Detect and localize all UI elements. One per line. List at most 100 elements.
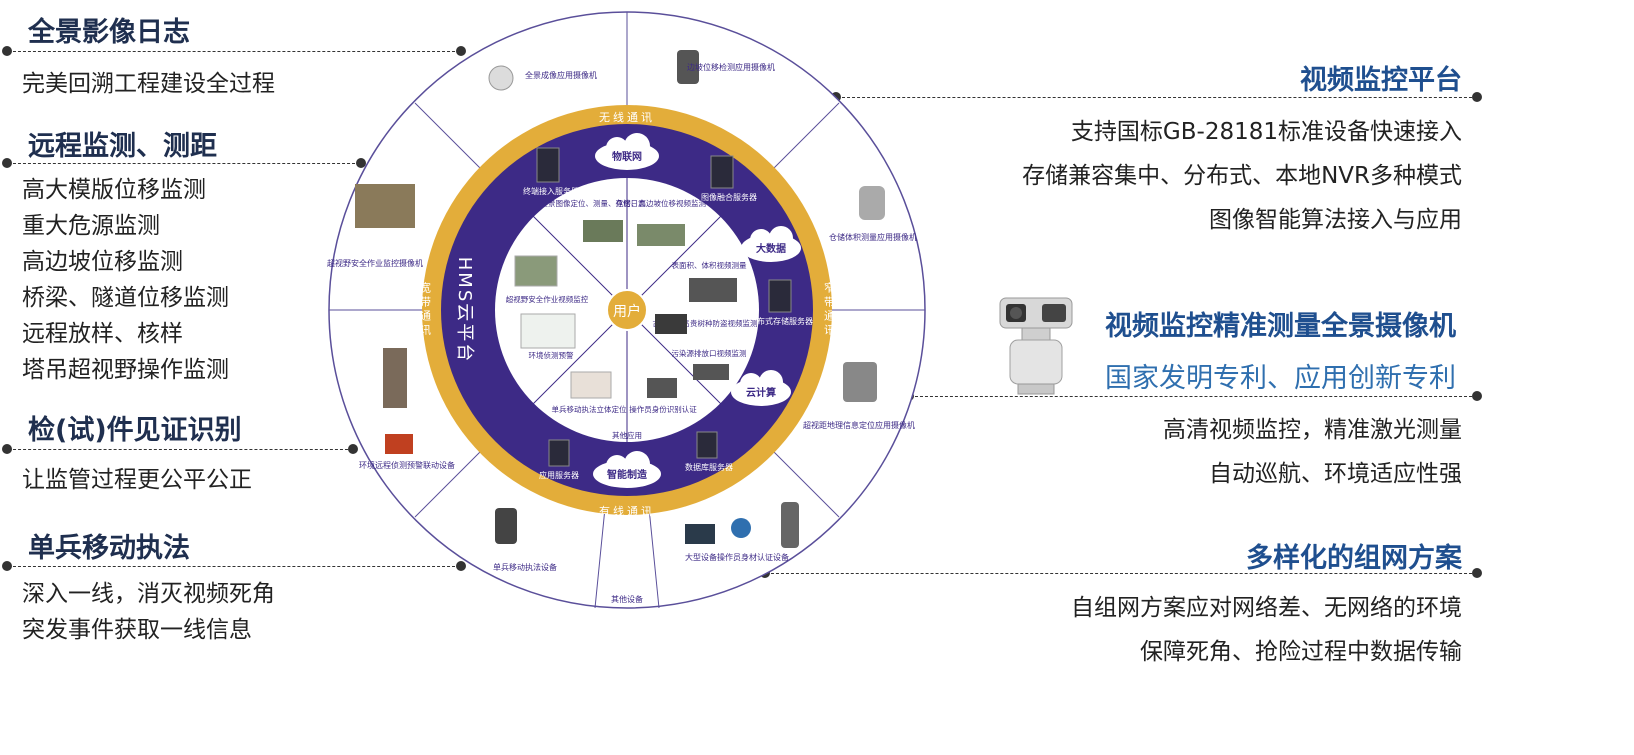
leader-line [8,449,353,450]
handheld-device-icon [495,508,517,544]
leader-dot [2,158,12,168]
server-label: 终端接入服务器 [523,186,579,196]
server-label: 数据库服务器 [685,462,733,472]
cloud-cloud-computing: 云计算 [731,370,791,406]
app-label: 其他应用 [612,430,642,440]
cloud-big-data: 大数据 [741,226,801,262]
server-image-fusion: 图像融合服务器 [701,155,757,202]
server-database: 数据库服务器 [685,431,733,472]
leader-line [837,97,1477,98]
heading-video-platform: 视频监控平台 [1300,65,1462,96]
leader-dot [356,158,366,168]
feature-line: 高清视频监控，精准激光测量 [1163,417,1462,443]
heading-panorama-camera: 视频监控精准测量全景摄像机 [1105,311,1456,342]
cloud-smart-manufacturing: 智能制造 [593,451,661,488]
heading-mobile-enforcement: 单兵移动执法 [28,533,190,564]
cloud-label: 智能制造 [607,468,648,481]
ring-label-narrowband: 窄带通讯 [823,281,836,338]
feature-line: 突发事件获取一线信息 [22,617,252,643]
feature-line: 完美回溯工程建设全过程 [22,71,275,97]
leader-dot [1472,568,1482,578]
app-label: 超视野安全作业视频监控 [506,294,589,304]
user-hub [606,289,648,331]
feature-line: 自动巡航、环境适应性强 [1209,461,1462,487]
device-label: 超视野安全作业监控摄像机 [327,258,423,268]
slope-camera-icon [677,50,699,84]
leader-dot [2,444,12,454]
leader-line [766,573,1477,574]
device-label: 大型设备操作员身材认证设备 [685,552,789,562]
feature-line: 让监管过程更公平公正 [22,467,252,493]
app-thumbnail [570,371,612,399]
device-label: 单兵移动执法设备 [493,562,557,572]
feature-line: 自组网方案应对网络差、无网络的环境 [1071,595,1462,621]
feature-line: 远程放样、核样 [22,321,183,347]
feature-line: 桥梁、隧道位移监测 [22,285,229,311]
app-label: 危房、高边坡位移视频监测 [616,198,706,208]
app-label: 单兵移动执法立体定位 [552,404,627,414]
server-label: 分布式存储服务器 [749,316,813,326]
feature-line: 高边坡位移监测 [22,249,183,275]
heading-specimen-witness: 检(试)件见证识别 [28,415,242,446]
app-label: 全景图像定位、测量、存储日志 [541,198,646,208]
leader-line [8,51,460,52]
crane-camera-icon [355,184,415,228]
feature-line: 塔吊超视野操作监测 [22,357,229,383]
leader-dot [2,561,12,571]
app-thumbnail [689,278,737,302]
subtitle-patents: 国家发明专利、应用创新专利 [1105,363,1456,394]
auth-device-icon [685,524,715,544]
app-label: 表面积、体积视频测量 [672,260,747,270]
environment-sensor-icon [383,348,407,408]
app-thumbnail [637,224,685,246]
panorama-camera-image [999,297,1073,395]
architecture-diagram: 用户 无线通讯 有线通讯 宽带通讯 窄带通讯 HMS云平台 物联网 大数据 云计… [327,11,926,609]
app-thumbnail [514,255,558,287]
ring-label-broadband: 宽带通讯 [419,281,432,338]
feature-line: 保障死角、抢险过程中数据传输 [1140,639,1462,665]
outer-dividers [329,12,925,609]
app-thumbnail [583,220,623,242]
device-label: 边坡位移检测应用摄像机 [687,62,775,72]
user-label: 用户 [613,303,641,320]
leader-dot [456,561,466,571]
feature-line: 高大模版位移监测 [22,177,206,203]
server-label: 应用服务器 [539,470,579,480]
ring-label-wired: 有线通讯 [599,504,655,518]
feature-line: 图像智能算法接入与应用 [1209,207,1462,233]
device-label: 超视距地理信息定位应用摄像机 [803,420,915,430]
heading-panorama-log: 全景影像日志 [28,17,190,48]
warehouse-camera-icon [859,186,885,220]
app-label: 古文物、名贵树种防盗视频监测 [653,318,758,328]
server-terminal-access: 终端接入服务器 [523,147,579,196]
heading-networking: 多样化的组网方案 [1246,543,1462,574]
panorama-camera-icon [488,65,514,91]
leader-dot [1472,92,1482,102]
feature-line: 深入一线，消灭视频死角 [22,581,275,607]
device-label: 环境远程侦测预警联动设备 [359,460,455,470]
ring-label-wireless: 无线通讯 [599,110,655,124]
feature-line: 存储兼容集中、分布式、本地NVR多种模式 [1022,163,1462,189]
server-label: 图像融合服务器 [701,192,757,202]
alarm-device-icon [385,434,413,454]
cloud-label: 物联网 [612,150,642,163]
leader-line [8,163,360,164]
application-dividers [532,178,722,442]
app-label: 环境侦测预警 [529,350,574,360]
leader-dot [2,46,12,56]
leader-line [8,566,460,567]
cloud-label: 云计算 [746,386,776,399]
geo-camera-icon [843,362,877,402]
feature-line: 重大危源监测 [22,213,160,239]
app-thumbnail [693,364,729,380]
device-label: 全景成像应用摄像机 [525,70,597,80]
app-label: 操作员身份识别认证 [629,404,697,414]
leader-dot [348,444,358,454]
cloud-label: 大数据 [756,242,786,255]
app-thumbnail [655,314,687,334]
server-application: 应用服务器 [539,439,579,480]
cloud-iot: 物联网 [595,133,659,170]
server-distributed-storage: 分布式存储服务器 [749,279,813,326]
feature-line: 支持国标GB-28181标准设备快速接入 [1070,119,1462,145]
app-thumbnail [647,378,677,398]
